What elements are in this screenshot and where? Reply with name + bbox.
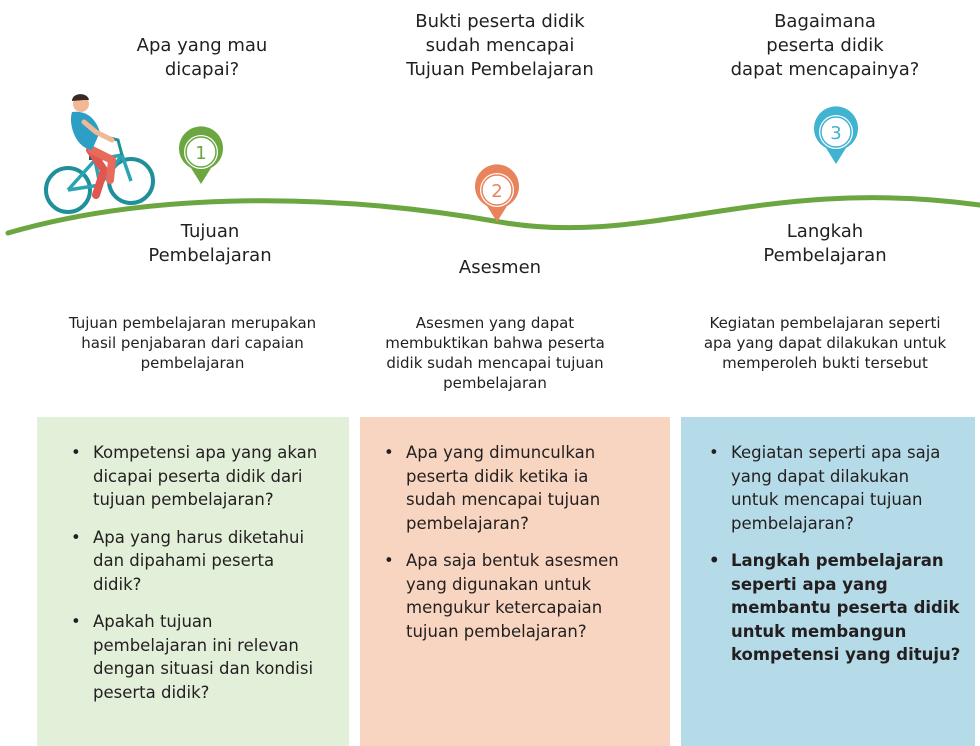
marker-3: 3	[814, 106, 859, 164]
box-tujuan-list: •Kompetensi apa yang akan dicapai pesert…	[67, 441, 329, 704]
box-asesmen: •Apa yang dimunculkan peserta didik keti…	[360, 417, 670, 746]
list-item: •Apa yang dimunculkan peserta didik keti…	[384, 443, 601, 533]
question-3: Bagaimana peserta didik dapat mencapainy…	[730, 11, 920, 80]
question-1: Apa yang mau dicapai?	[136, 35, 268, 80]
marker-2-label: 2	[491, 181, 502, 202]
box-langkah-list: •Kegiatan seperti apa saja yang dapat di…	[705, 441, 961, 667]
description-2: Asesmen yang dapat membuktikan bahwa pes…	[385, 314, 605, 392]
box-tujuan: •Kompetensi apa yang akan dicapai pesert…	[37, 417, 349, 746]
description-1: Tujuan pembelajaran merupakan hasil penj…	[68, 314, 317, 372]
marker-1-label: 1	[195, 143, 206, 164]
step-title-3: Langkah Pembelajaran	[763, 221, 887, 266]
list-item: •Apa yang harus diketahui dan dipahami p…	[71, 527, 305, 594]
marker-3-label: 3	[830, 123, 841, 144]
step-title-1: Tujuan Pembelajaran	[148, 221, 272, 266]
road-line	[5, 195, 980, 236]
marker-1: 1	[179, 126, 224, 184]
step-title-2: Asesmen	[458, 257, 542, 278]
list-item: •Apa saja bentuk asesmen yang digunakan …	[384, 551, 619, 641]
list-item: •Kompetensi apa yang akan dicapai pesert…	[71, 443, 318, 509]
list-item: •Langkah pembelajaran seperti apa yang m…	[709, 551, 961, 664]
cyclist-illustration	[44, 94, 155, 214]
box-asesmen-list: •Apa yang dimunculkan peserta didik keti…	[380, 441, 652, 643]
list-item: •Kegiatan seperti apa saja yang dapat di…	[709, 443, 941, 533]
marker-2: 2	[475, 164, 519, 222]
description-3: Kegiatan pembelajaran seperti apa yang d…	[703, 314, 947, 372]
question-2: Bukti peserta didik sudah mencapai Tujua…	[406, 11, 594, 80]
list-item: •Apakah tujuan pembelajaran ini relevan …	[71, 612, 314, 702]
box-langkah: •Kegiatan seperti apa saja yang dapat di…	[681, 417, 975, 746]
